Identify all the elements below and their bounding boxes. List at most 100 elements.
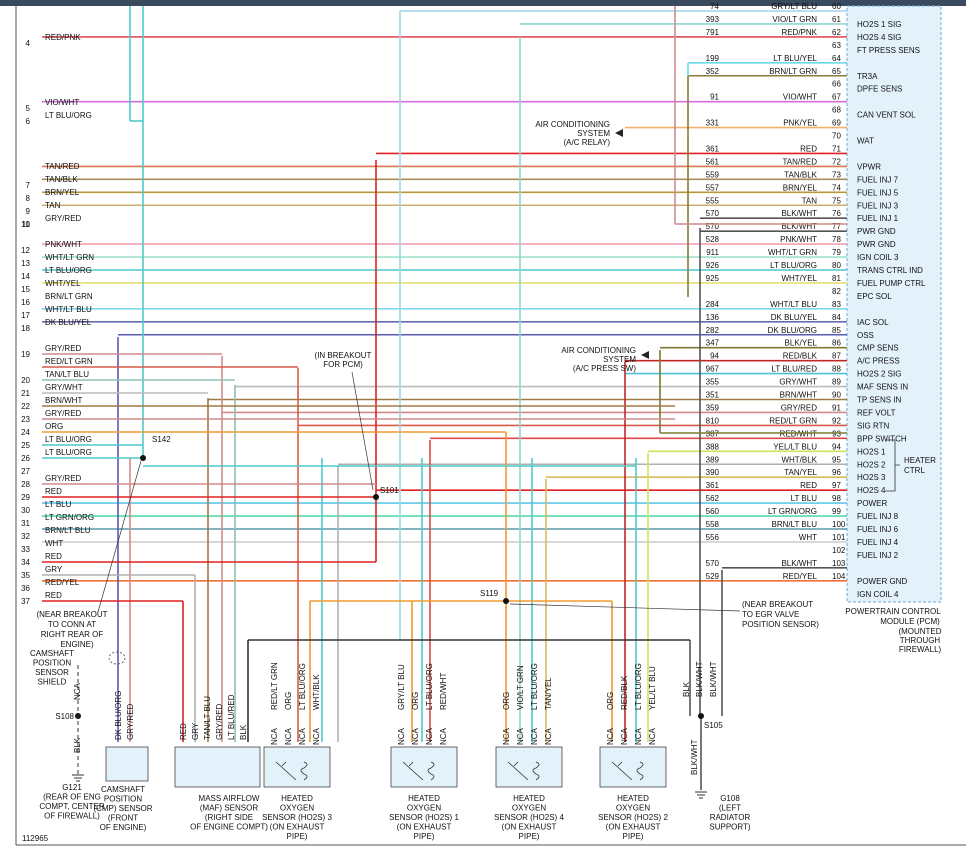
pcm-circuit-103: 570: [706, 559, 720, 568]
pcm-color-100: BRN/LT BLU: [772, 520, 818, 529]
left-pin-11: 11: [22, 220, 31, 229]
ho2s-ho2s3-caption-line-4: PIPE): [287, 832, 308, 841]
cmp-shield-caption-line-2: SENSOR: [35, 668, 69, 677]
pcm-func-75: FUEL INJ 3: [857, 201, 899, 210]
cmp-caption-line-0: CAMSHAFT: [101, 785, 145, 794]
left-color-13: WHT/LT GRN: [45, 253, 94, 262]
ho2s-ho2s2-wire-label-3: YEL/LT BLU: [648, 666, 657, 710]
maf-wire-label-3: GRY/RED: [215, 703, 224, 740]
pcm-color-78: PNK/WHT: [780, 235, 817, 244]
pcm-pin-72: 72: [832, 157, 841, 166]
maf-wire-label-5: BLK: [239, 724, 248, 740]
left-color-19: GRY/RED: [45, 344, 82, 353]
ho2s-ho2s1-caption-line-2: SENSOR (HO2S) 1: [389, 813, 459, 822]
pcm-color-83: WHT/LT BLU: [770, 300, 817, 309]
pcm-color-85: DK BLU/ORG: [768, 326, 817, 335]
left-color-30: LT BLU: [45, 500, 72, 509]
ac-relay-label-1: AIR CONDITIONING: [535, 120, 610, 129]
pcm-circuit-99: 560: [706, 507, 720, 516]
pcm-pin-65: 65: [832, 67, 841, 76]
ho2s-ho2s4-caption-line-2: SENSOR (HO2S) 4: [494, 813, 564, 822]
pcm-caption-5: FIREWALL): [899, 645, 942, 654]
heater-ctrl-label-2: CTRL: [904, 466, 925, 475]
g108-ground-icon: [695, 791, 707, 799]
note-near-breakout-left-2: TO CONN AT: [48, 620, 96, 629]
pcm-func-100: FUEL INJ 6: [857, 525, 899, 534]
pcm-circuit-96: 390: [706, 468, 720, 477]
pcm-circuit-60: 74: [710, 2, 719, 11]
pcm-circuit-89: 355: [706, 378, 720, 387]
left-color-16: BRN/LT GRN: [45, 292, 93, 301]
left-pin-14: 14: [21, 272, 30, 281]
pcm-circuit-62: 791: [706, 28, 720, 37]
left-pin-7: 7: [26, 181, 31, 190]
g121-caption-line-3: OF FIREWALL): [44, 812, 100, 821]
ho2s-ho2s3-symbol: [275, 761, 308, 781]
ho2s-ho2s1-symbol: [402, 761, 435, 781]
pcm-pin-83: 83: [832, 300, 841, 309]
pcm-func-94: HO2S 1: [857, 447, 886, 456]
pcm-color-94: YEL/LT BLU: [773, 442, 817, 451]
pcm-pin-92: 92: [832, 416, 841, 425]
left-pin-18: 18: [21, 324, 30, 333]
ho2s-ho2s3-nca-0: NCA: [270, 727, 279, 745]
note-near-breakout-left-3: RIGHT REAR OF: [41, 630, 104, 639]
left-color-21: GRY/WHT: [45, 383, 83, 392]
pcm-pin-88: 88: [832, 365, 841, 374]
ho2s-ho2s3-wire-label-2: LT BLU/ORG: [298, 663, 307, 710]
g108-wire-label: BLK/WHT: [690, 739, 699, 775]
ho2s-ho2s4-wire-label-2: LT BLU/ORG: [530, 663, 539, 710]
pcm-pin-89: 89: [832, 378, 841, 387]
pcm-pin-98: 98: [832, 494, 841, 503]
ho2s-ho2s2-caption-line-4: PIPE): [623, 832, 644, 841]
cmp-wire-label-1: GRY/RED: [126, 703, 135, 740]
pcm-func-61: HO2S 1 SIG: [857, 20, 901, 29]
maf-wire-label-1: GRY: [191, 722, 200, 740]
left-pin-17: 17: [21, 311, 30, 320]
pcm-color-72: TAN/RED: [782, 157, 817, 166]
left-color-20: TAN/LT BLU: [45, 370, 89, 379]
g108-caption-line-1: (LEFT: [719, 804, 741, 813]
pcm-color-92: RED/LT GRN: [769, 416, 817, 425]
ac-press-label-3: (A/C PRESS SW): [573, 364, 636, 373]
maf-caption-line-2: (RIGHT SIDE: [205, 813, 253, 822]
ac-relay-arrow: [615, 129, 623, 137]
pcm-func-90: TP SENS IN: [857, 396, 902, 405]
ho2s-ho2s1-wire-label-0: GRY/LT BLU: [397, 664, 406, 710]
pcm-pin-102: 102: [832, 546, 846, 555]
pcm-caption-1: POWERTRAIN CONTROL: [845, 607, 941, 616]
left-pin-25: 25: [21, 441, 30, 450]
ho2s-ho2s1-caption-line-4: PIPE): [414, 832, 435, 841]
left-pin-32: 32: [21, 532, 30, 541]
pcm-pin-85: 85: [832, 326, 841, 335]
pcm-color-74: BRN/YEL: [783, 183, 818, 192]
left-pin-31: 31: [21, 519, 30, 528]
left-color-14: LT BLU/ORG: [45, 266, 92, 275]
ho2s-ho2s1-caption-line-3: (ON EXHAUST: [397, 823, 452, 832]
left-color-35: GRY: [45, 565, 63, 574]
pcm-pin-93: 93: [832, 429, 841, 438]
pcm-circuit-77: 570: [706, 222, 720, 231]
left-pin-6: 6: [26, 117, 31, 126]
shield-nca-label: NCA: [73, 682, 82, 700]
left-pin-9: 9: [26, 207, 31, 216]
pcm-func-96: HO2S 3: [857, 473, 886, 482]
ho2s-ho2s3-box: [263, 746, 331, 788]
splice-s119: [503, 598, 509, 604]
left-color-11: GRY/RED: [45, 214, 82, 223]
note-breakout-pcm-leader: [351, 371, 374, 491]
pcm-pin-103: 103: [832, 559, 846, 568]
ho2s-ho2s2-nca-1: NCA: [620, 727, 629, 745]
g108-caption-line-3: SUPPORT): [709, 823, 751, 832]
pcm-circuit-64: 199: [706, 54, 720, 63]
left-pin-30: 30: [21, 506, 30, 515]
left-color-25: LT BLU/ORG: [45, 435, 92, 444]
pcm-func-70: WAT: [857, 137, 874, 146]
left-pin-36: 36: [21, 584, 30, 593]
pcm-pin-71: 71: [832, 144, 841, 153]
ho2s-ho2s4-nca-3: NCA: [544, 727, 553, 745]
pcm-func-93: BPP SWITCH: [857, 434, 907, 443]
s105-wire-label-0: BLK: [682, 681, 691, 697]
left-color-31: LT GRN/ORG: [45, 513, 94, 522]
